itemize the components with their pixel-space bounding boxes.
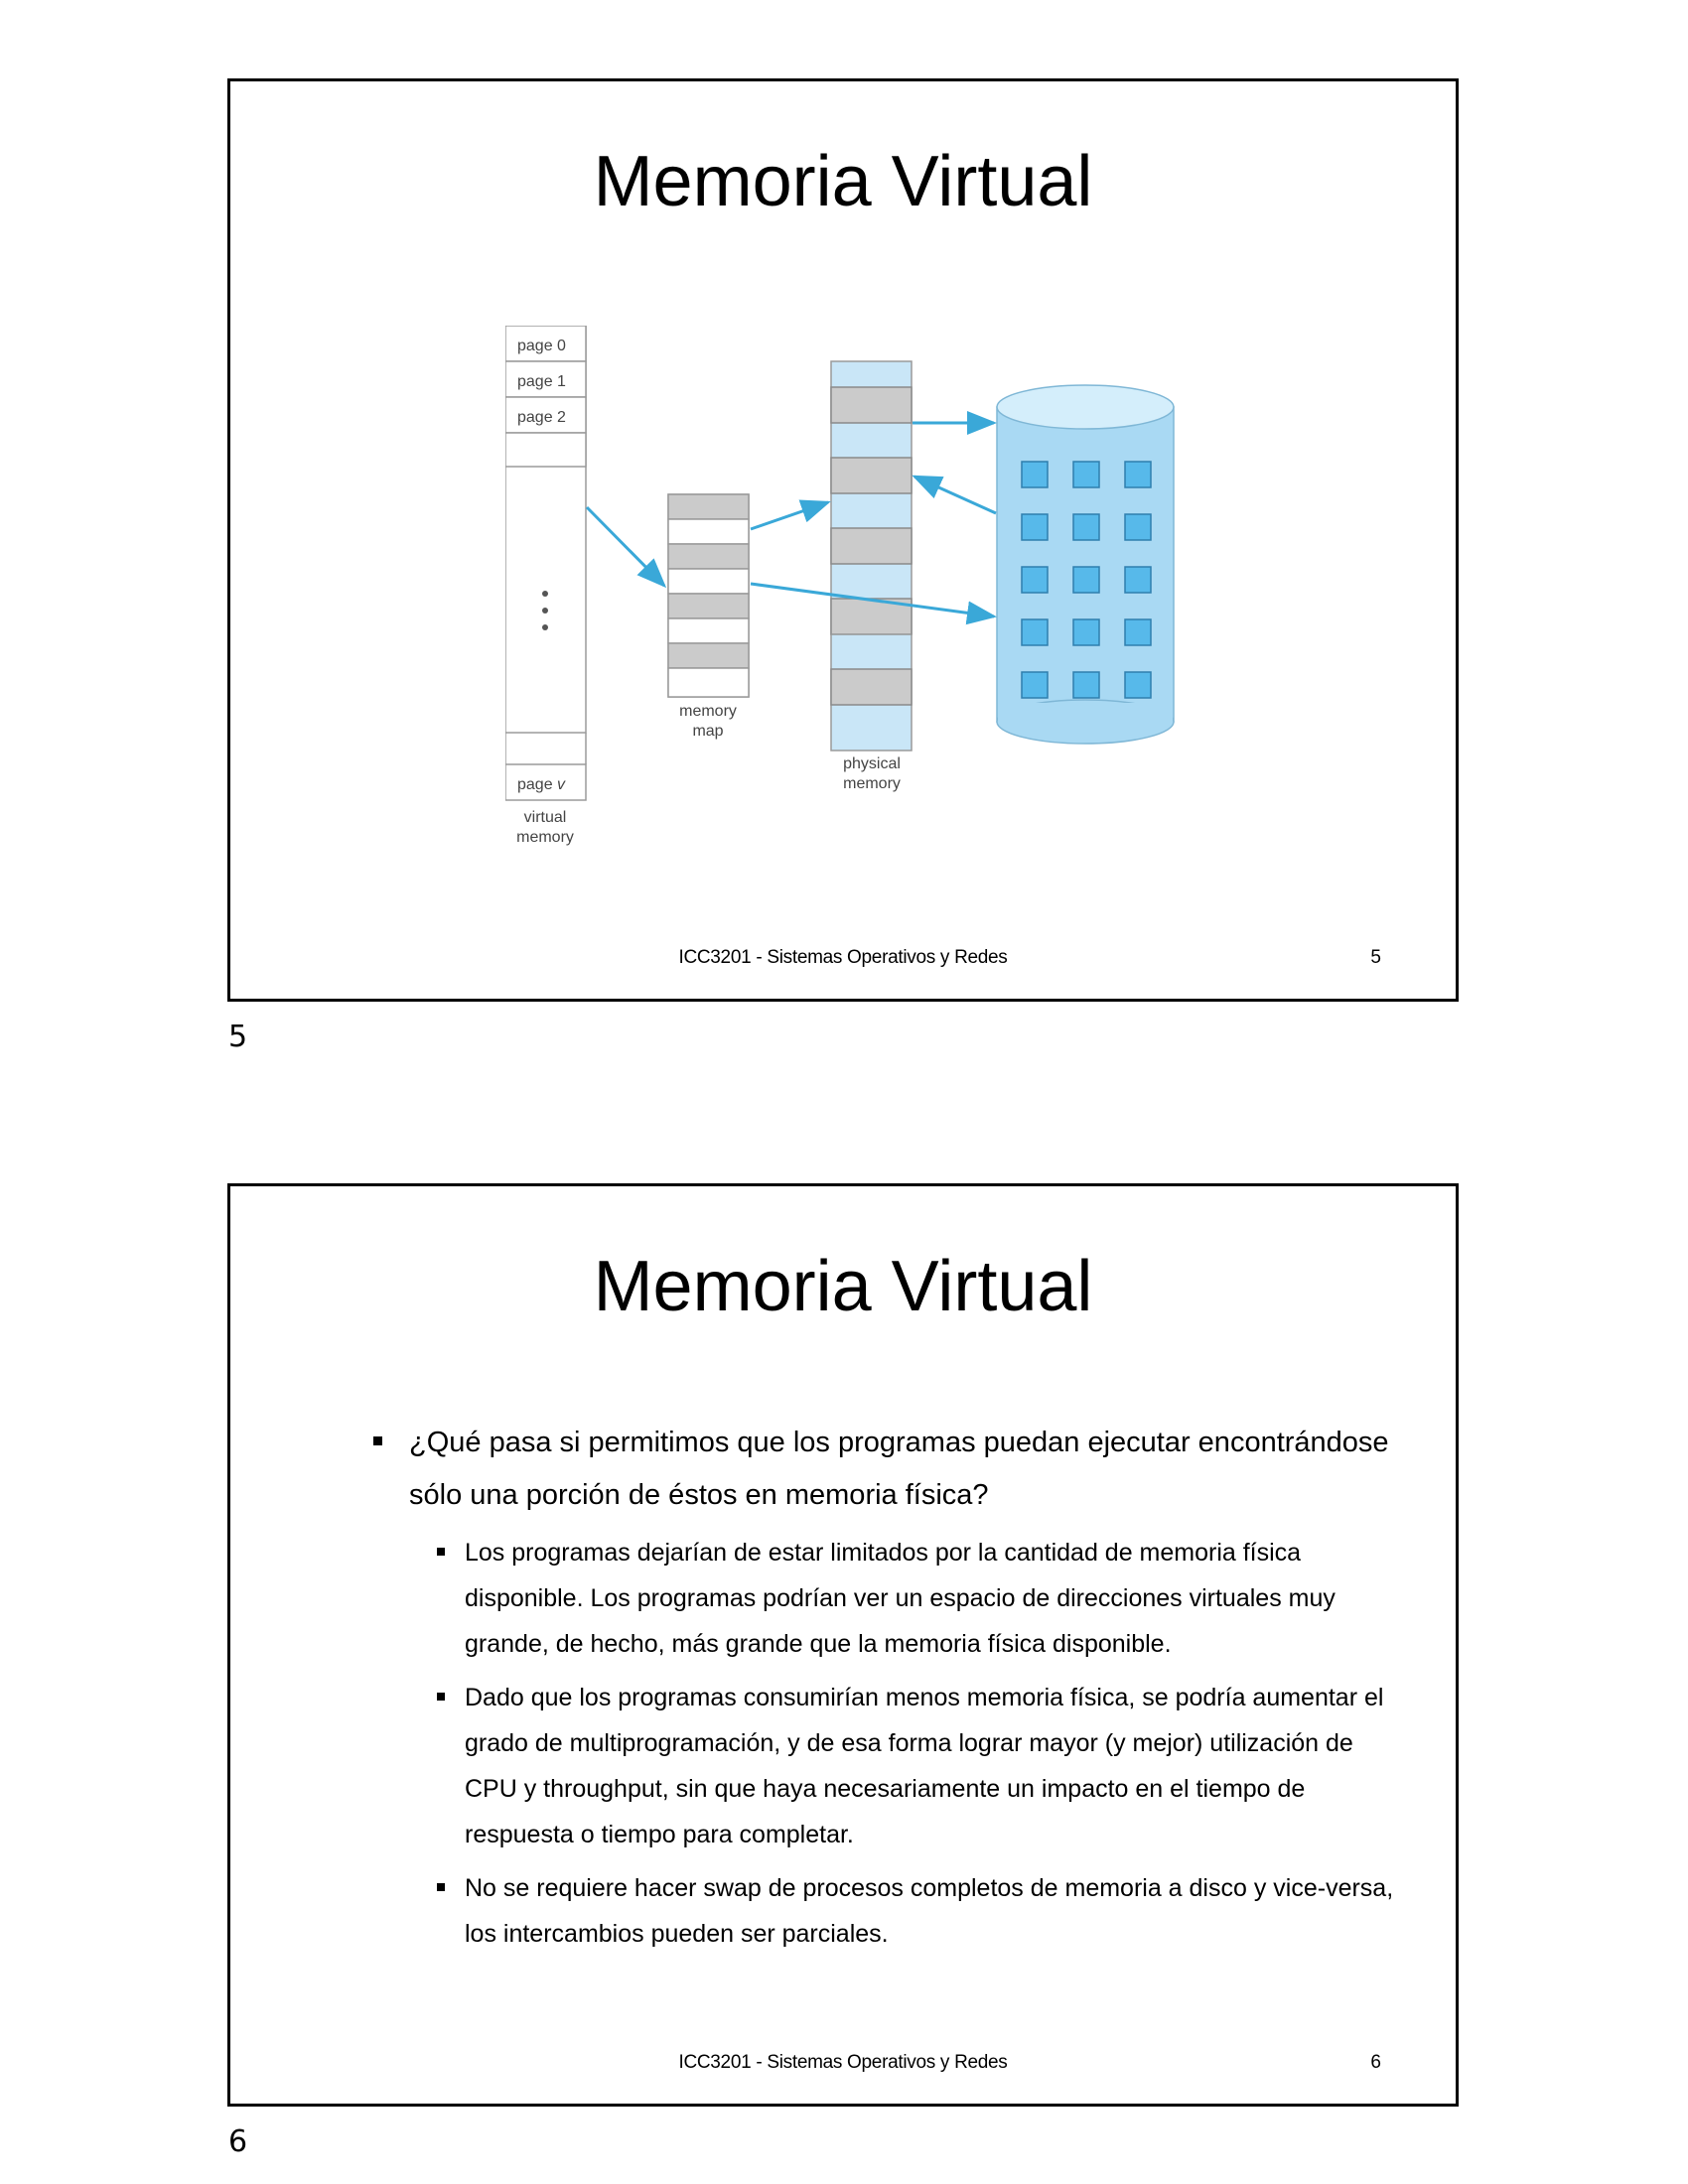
disk-block [1021, 461, 1049, 488]
slide-title: Memoria Virtual [593, 142, 1093, 221]
disk-block [1072, 513, 1100, 541]
arrow-virtual-to-map [585, 505, 667, 589]
disk-block [1124, 618, 1152, 646]
ellipsis-dot [542, 608, 548, 614]
slide-footer: ICC3201 - Sistemas Operativos y Redes [678, 947, 1008, 968]
main-bullet-text: ¿Qué pasa si permitimos que los programa… [409, 1427, 1389, 1511]
virtual-memory-label-1: virtual [524, 809, 567, 826]
disk-block [1021, 671, 1049, 699]
virtual-page-2-label: page 2 [517, 409, 566, 426]
arrow-disk-to-physical [912, 475, 997, 515]
virtual-memory-diagram: page 0 page 1 page 2 page v virtual memo… [505, 326, 1175, 846]
ellipsis-dot [542, 591, 548, 597]
slide-footer: ICC3201 - Sistemas Operativos y Redes [678, 2052, 1008, 2073]
page-number: 6 [228, 2124, 248, 2159]
memory-map-column: memory map [667, 493, 750, 740]
sub-bullet-text: Dado que los programas consumirían menos… [465, 1684, 1384, 1848]
slide-title: Memoria Virtual [593, 1247, 1093, 1326]
disk-block [1072, 618, 1100, 646]
memory-map-label-1: memory [679, 703, 737, 720]
virtual-page-v-label: page v [517, 776, 566, 793]
physical-memory-label-1: physical [843, 755, 901, 772]
sub-bullet-text: Los programas dejarían de estar limitado… [465, 1539, 1336, 1658]
physical-memory-label-2: memory [843, 775, 901, 792]
memory-map-label-2: map [692, 723, 723, 740]
slide-6: Memoria Virtual ¿Qué pasa si permitimos … [227, 1183, 1459, 2107]
disk-storage-icon [996, 384, 1175, 745]
arrow-map-to-disk [750, 582, 997, 625]
disk-blocks [1021, 461, 1152, 699]
arrow-map-to-physical [750, 499, 831, 531]
bullet-square-icon [373, 1436, 382, 1445]
bullet-square-icon [437, 1883, 445, 1891]
sub-bullet: No se requiere hacer swap de procesos co… [300, 1865, 1402, 1957]
virtual-page-0-label: page 0 [517, 338, 566, 354]
ellipsis-dot [542, 624, 548, 630]
virtual-memory-label-2: memory [516, 829, 574, 846]
disk-block [1124, 566, 1152, 594]
sub-bullet: Los programas dejarían de estar limitado… [300, 1530, 1402, 1667]
disk-block [1072, 461, 1100, 488]
page-number: 5 [228, 1020, 248, 1054]
bullet-square-icon [437, 1693, 445, 1701]
disk-block [1021, 618, 1049, 646]
virtual-page-1-label: page 1 [517, 373, 566, 390]
bullet-square-icon [437, 1548, 445, 1556]
disk-block [1124, 513, 1152, 541]
disk-block [1072, 566, 1100, 594]
disk-block [1021, 566, 1049, 594]
disk-block [1072, 671, 1100, 699]
slide-footer-number: 6 [1370, 2052, 1381, 2073]
virtual-memory-column: page 0 page 1 page 2 page v virtual memo… [505, 326, 587, 846]
slide-5: Memoria Virtual page 0 page 1 page 2 pag… [227, 78, 1459, 1002]
bullet-list: ¿Qué pasa si permitimos que los programa… [300, 1417, 1402, 1957]
physical-memory-column: physical memory [830, 360, 913, 792]
disk-block [1124, 461, 1152, 488]
mapping-arrows [585, 411, 997, 625]
disk-block [1021, 513, 1049, 541]
main-bullet: ¿Qué pasa si permitimos que los programa… [300, 1417, 1402, 1522]
sub-bullet-text: No se requiere hacer swap de procesos co… [465, 1874, 1394, 1948]
slide-footer-number: 5 [1370, 947, 1381, 968]
sub-bullet: Dado que los programas consumirían menos… [300, 1675, 1402, 1857]
disk-block [1124, 671, 1152, 699]
